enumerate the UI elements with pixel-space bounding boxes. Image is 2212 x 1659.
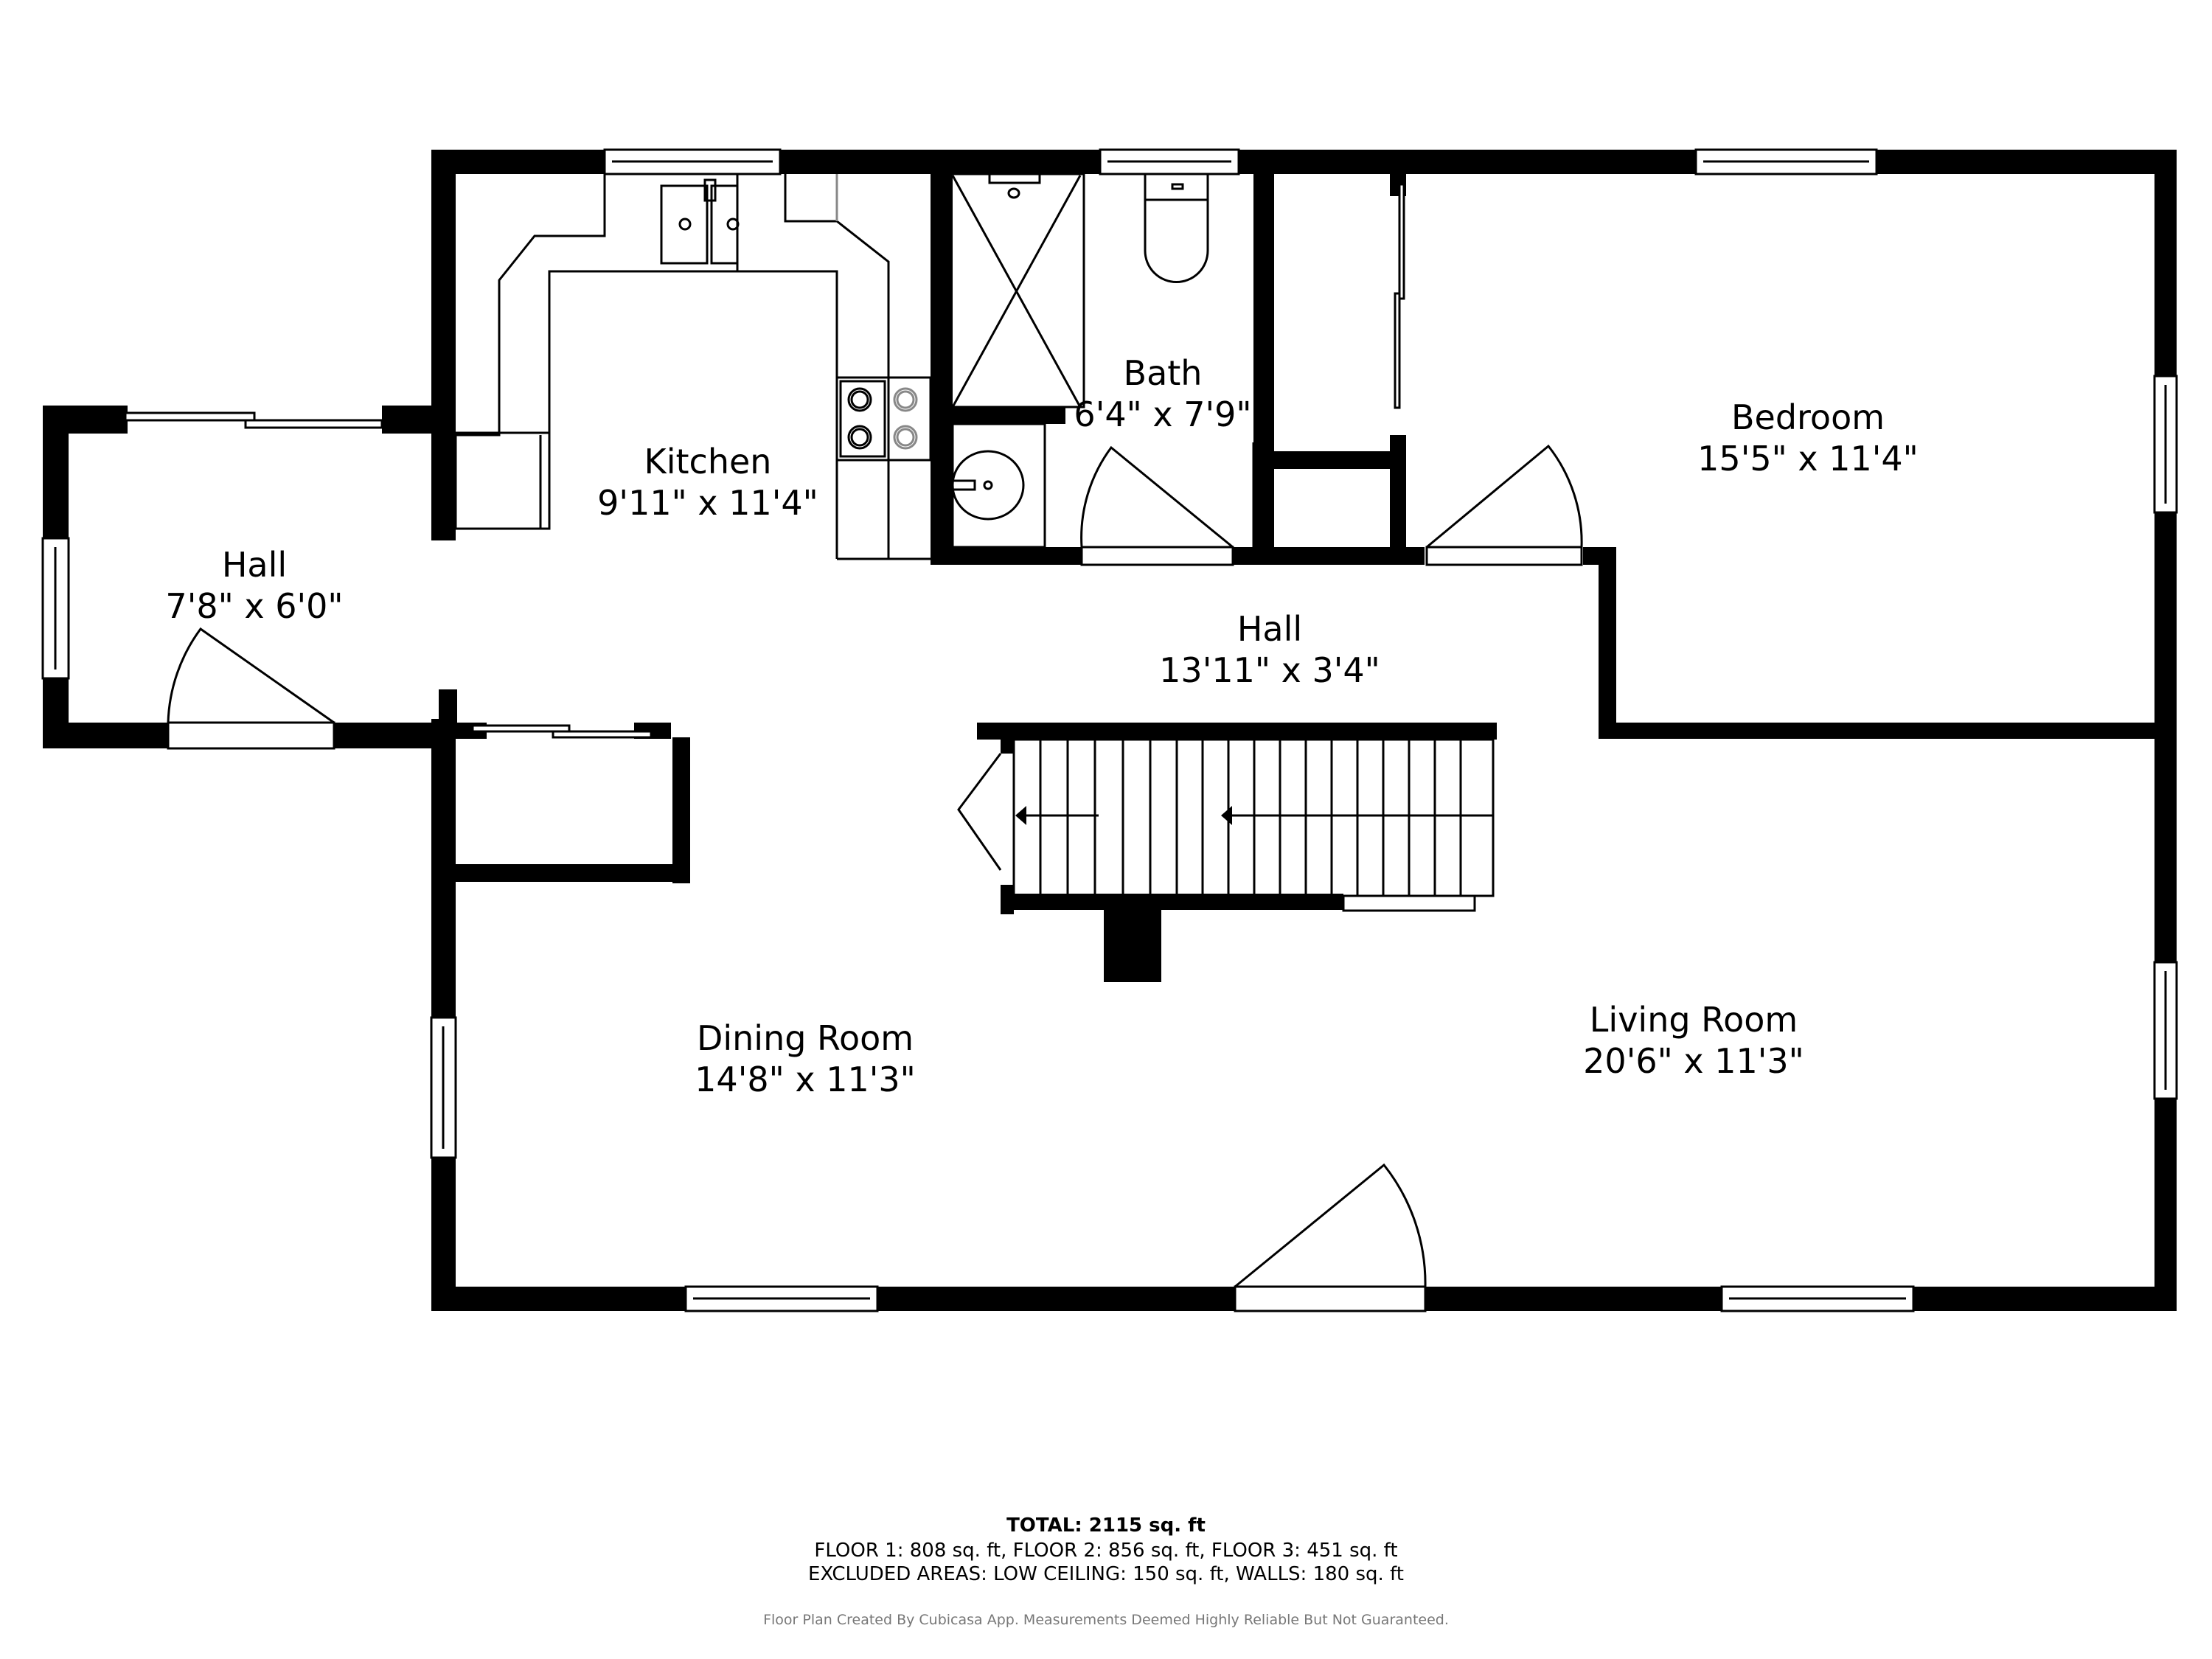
room-dimensions: 9'11" x 11'4" [597,483,818,523]
staircase [1012,738,1495,912]
room-name: Living Room [1589,1000,1798,1040]
room-dimensions: 6'4" x 7'9" [1074,394,1252,434]
room-label-kitchen: Kitchen 9'11" x 11'4" [597,441,818,524]
room-dimensions: 15'5" x 11'4" [1697,439,1919,479]
stove-icon [835,376,932,462]
doors [124,183,1583,1312]
arrow-left-icon [1015,806,1026,825]
interior-walls [442,174,2177,982]
room-label-main-hall: Hall 13'11" x 3'4" [1159,608,1380,691]
room-dimensions: 20'6" x 11'3" [1583,1041,1804,1081]
windows [41,148,2178,1312]
floor-areas: FLOOR 1: 808 sq. ft, FLOOR 2: 856 sq. ft… [814,1540,1398,1562]
toilet-icon [1144,173,1209,283]
excluded-areas: EXCLUDED AREAS: LOW CEILING: 150 sq. ft,… [808,1563,1404,1585]
room-dimensions: 14'8" x 11'3" [695,1060,916,1099]
arrow-left-icon [1221,806,1232,825]
shower-icon [946,173,1085,408]
room-name: Bedroom [1731,397,1885,437]
disclaimer: Floor Plan Created By Cubicasa App. Meas… [763,1612,1449,1628]
room-name: Kitchen [644,442,772,481]
room-label-dining-room: Dining Room 14'8" x 11'3" [695,1018,916,1100]
room-label-bath: Bath 6'4" x 7'9" [1074,352,1251,435]
total-area: TOTAL: 2115 sq. ft [1006,1514,1206,1537]
room-label-living-room: Living Room 20'6" x 11'3" [1583,999,1804,1082]
room-name: Hall [221,545,288,585]
room-name: Dining Room [696,1018,914,1058]
room-name: Hall [1237,609,1303,649]
kitchen-sink [660,178,740,265]
room-label-entry-hall: Hall 7'8" x 6'0" [165,544,343,627]
room-dimensions: 7'8" x 6'0" [165,586,344,626]
sink-icon [951,422,1046,549]
room-name: Bath [1123,353,1203,393]
room-label-bedroom: Bedroom 15'5" x 11'4" [1697,397,1919,479]
room-dimensions: 13'11" x 3'4" [1159,650,1380,690]
